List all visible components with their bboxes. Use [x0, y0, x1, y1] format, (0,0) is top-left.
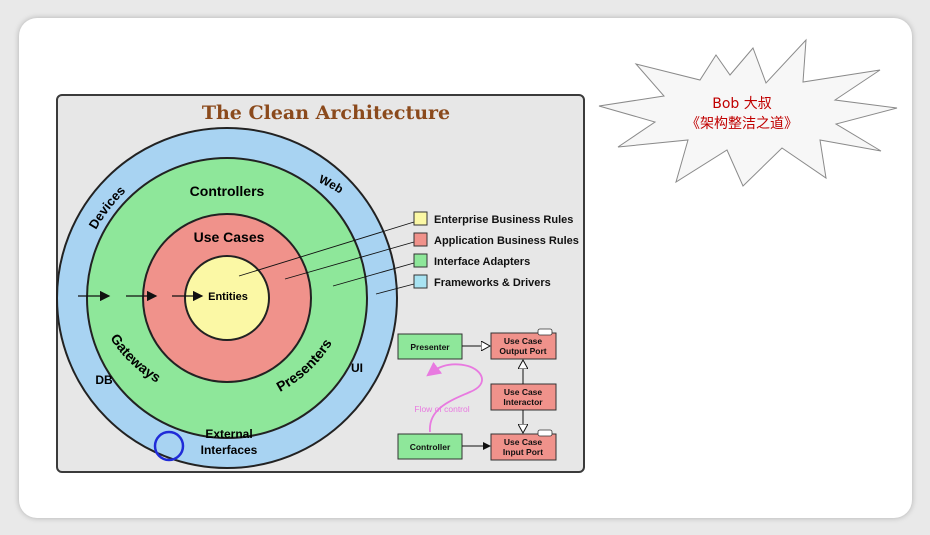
input-port-label-line1: Use Case [504, 437, 543, 447]
use-case-interactor-box [490, 383, 557, 411]
legend-label-application: Application Business Rules [434, 235, 579, 247]
legend-label-adapters: Interface Adapters [434, 256, 530, 268]
flow-of-control-curve [426, 361, 483, 433]
interactor-label-line2: Interactor [503, 397, 543, 407]
external-interfaces-label-line2: Interfaces [201, 443, 258, 457]
legend-swatch-frameworks [413, 274, 428, 289]
input-port-label-line2: Input Port [503, 447, 543, 457]
callout-line2: 《架构整洁之道》 [686, 116, 798, 132]
legend: Enterprise Business Rules Application Bu… [413, 211, 579, 289]
controller-box [397, 433, 463, 460]
db-label: DB [95, 373, 113, 387]
output-port-label-line1: Use Case [504, 336, 543, 346]
interface-marker-icon [537, 328, 553, 336]
flow-of-control-diagram: Flow of control Presenter Use Case Outpu… [397, 328, 557, 461]
legend-pointer-1 [238, 221, 415, 277]
diagram-title: The Clean Architecture [202, 102, 450, 124]
use-case-output-port-box [490, 332, 557, 360]
highlight-circle [153, 430, 185, 462]
legend-pointer-3 [332, 262, 415, 287]
use-cases-label: Use Cases [194, 229, 265, 245]
presenter-label: Presenter [410, 342, 450, 352]
legend-swatch-adapters [413, 253, 428, 268]
legend-pointer-4 [375, 283, 415, 295]
controllers-label: Controllers [190, 183, 265, 199]
ui-label: UI [351, 361, 363, 375]
external-interfaces-label-line1: External [205, 427, 252, 441]
legend-swatch-enterprise [413, 211, 428, 226]
interactor-label-line1: Use Case [504, 387, 543, 397]
use-case-input-port-box [490, 433, 557, 461]
starburst-callout [598, 38, 898, 187]
entities-label: Entities [208, 291, 248, 303]
callout-line1: Bob 大叔 [712, 96, 772, 112]
legend-label-enterprise: Enterprise Business Rules [434, 214, 573, 226]
entities-core [184, 255, 270, 341]
output-port-label-line2: Output Port [499, 346, 546, 356]
legend-label-frameworks: Frameworks & Drivers [434, 277, 551, 289]
presenter-box [397, 333, 463, 360]
flow-of-control-label: Flow of control [414, 404, 469, 414]
legend-swatch-application [413, 232, 428, 247]
legend-pointer-2 [284, 241, 415, 280]
controller-label: Controller [410, 442, 451, 452]
interface-marker-icon [537, 429, 553, 437]
